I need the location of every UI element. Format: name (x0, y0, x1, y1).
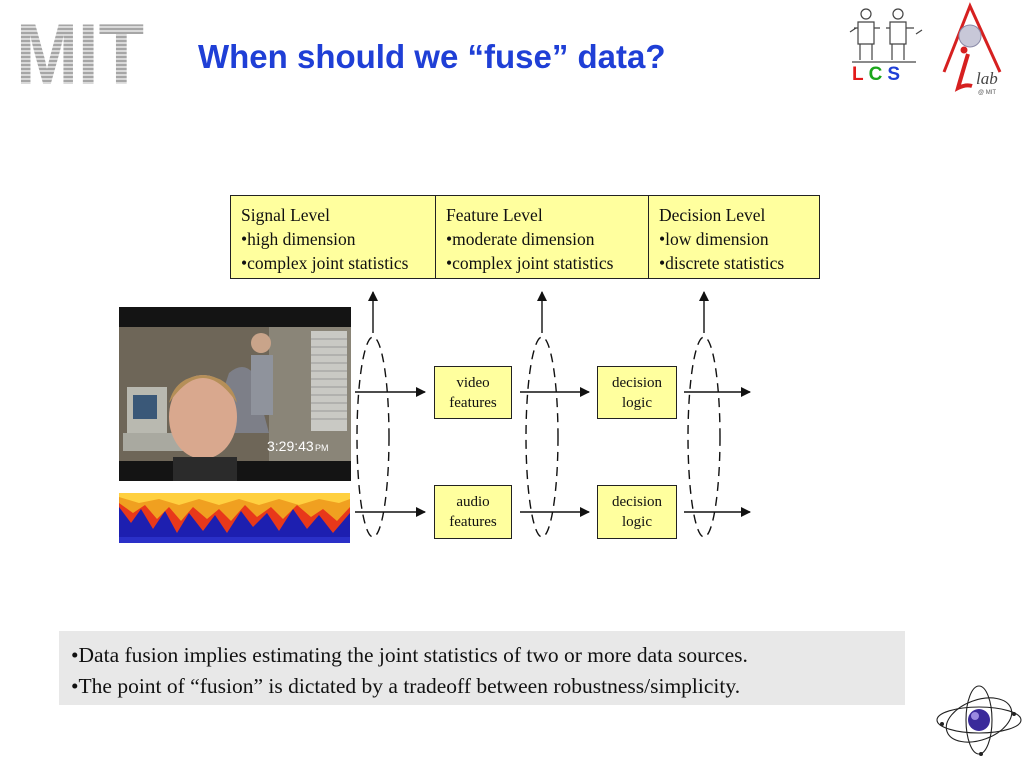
lcs-letter-c: C (868, 64, 888, 85)
signal-level-title: Signal Level (241, 205, 330, 225)
signal-fusion-ellipse (356, 336, 390, 538)
audio-spectrogram-image (119, 493, 350, 543)
video-timestamp: 3:29:43 (267, 438, 314, 454)
video-frame-image: 3:29:43 PM (119, 307, 351, 481)
lcs-letter-l: L (852, 64, 869, 85)
feature-level-line-2: •complex joint statistics (446, 253, 614, 273)
note-line-1: •Data fusion implies estimating the join… (71, 643, 748, 667)
decision-fusion-ellipse (687, 336, 721, 538)
ilab-logo: lab @ MIT (942, 2, 1002, 96)
notes-panel: •Data fusion implies estimating the join… (59, 631, 905, 705)
feature-level-line-1: •moderate dimension (446, 229, 595, 249)
slide-title: When should we “fuse” data? (198, 38, 666, 75)
atom-orbit-icon (936, 685, 1022, 756)
decision-logic-top-line-1: decision (612, 374, 662, 391)
lcs-letters: LCS (852, 64, 905, 86)
decision-level-line-1: •low dimension (659, 229, 769, 249)
mit-logo-text: MIT (16, 8, 144, 90)
decision-logic-top-box: decision logic (597, 366, 677, 419)
decision-level-title: Decision Level (659, 205, 766, 225)
video-features-box: video features (434, 366, 512, 419)
audio-features-box: audio features (434, 485, 512, 539)
decision-logic-top-line-2: logic (622, 394, 652, 411)
signal-level-line-1: •high dimension (241, 229, 356, 249)
video-timestamp-suffix: PM (315, 443, 329, 453)
audio-features-line-2: features (449, 514, 497, 530)
decision-logic-bottom-box: decision logic (597, 485, 677, 539)
decision-logic-bottom-line-2: logic (622, 514, 652, 530)
lcs-logo-figures-icon (849, 8, 923, 63)
video-features-line-1: video (456, 374, 490, 391)
decision-logic-bottom-line-1: decision (612, 494, 662, 510)
mit-logo: MIT (16, 8, 144, 90)
feature-level-title: Feature Level (446, 205, 543, 225)
video-features-line-2: features (449, 394, 497, 411)
signal-level-line-2: •complex joint statistics (241, 253, 409, 273)
decision-level-line-2: •discrete statistics (659, 253, 785, 273)
note-line-2: •The point of “fusion” is dictated by a … (71, 674, 741, 698)
ilab-logo-subtext: @ MIT (978, 90, 996, 96)
audio-features-line-1: audio (456, 494, 490, 510)
signal-level-box: Signal Level •high dimension •complex jo… (230, 195, 441, 279)
feature-fusion-ellipse (525, 336, 559, 538)
lcs-letter-s: S (887, 64, 906, 85)
ilab-logo-text: lab (976, 69, 998, 88)
decision-level-box: Decision Level •low dimension •discrete … (648, 195, 820, 279)
feature-level-box: Feature Level •moderate dimension •compl… (435, 195, 649, 279)
